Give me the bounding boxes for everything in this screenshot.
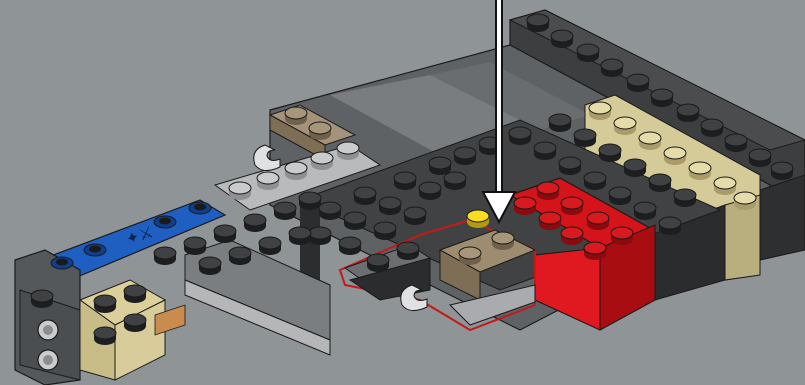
front-left-stack [15, 250, 80, 385]
studs-front-left [31, 290, 53, 308]
